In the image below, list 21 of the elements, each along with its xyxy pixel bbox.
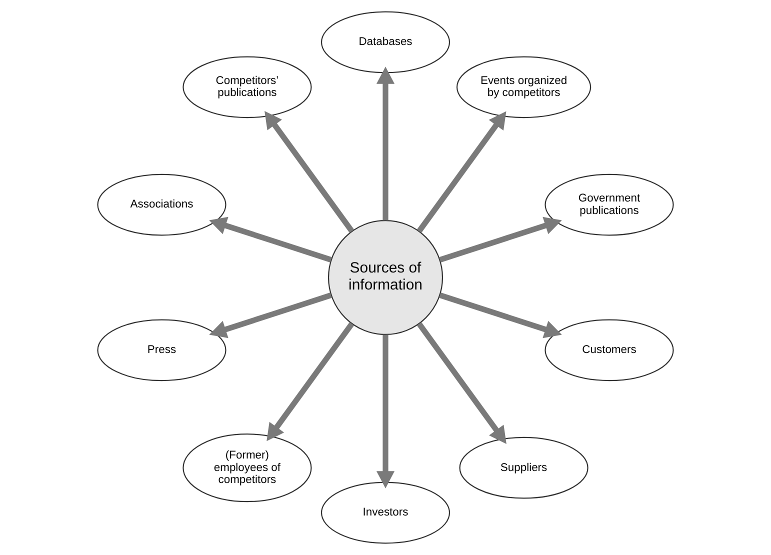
arrow — [376, 334, 395, 488]
node-ellipse: Press — [97, 319, 226, 382]
arrow — [209, 292, 332, 338]
node-ellipse: Suppliers — [459, 436, 588, 499]
node-ellipse: Customers — [544, 319, 674, 382]
node-ellipse: (Former) employees of competitors — [182, 434, 312, 502]
node-ellipse: Associations — [97, 174, 226, 236]
arrow — [264, 111, 354, 233]
arrow — [416, 322, 506, 444]
node-ellipse: Databases — [320, 11, 450, 74]
arrow — [416, 111, 506, 233]
arrow — [439, 292, 562, 338]
node-ellipse: Government publications — [544, 174, 674, 236]
node-ellipse: Competitors’ publications — [182, 56, 312, 118]
arrow — [209, 216, 332, 262]
arrow — [439, 216, 562, 262]
arrow — [266, 322, 354, 442]
node-circle: Sources of information — [328, 220, 444, 336]
node-ellipse: Events organized by competitors — [456, 56, 592, 118]
node-ellipse: Investors — [320, 482, 450, 544]
arrow — [376, 66, 395, 220]
